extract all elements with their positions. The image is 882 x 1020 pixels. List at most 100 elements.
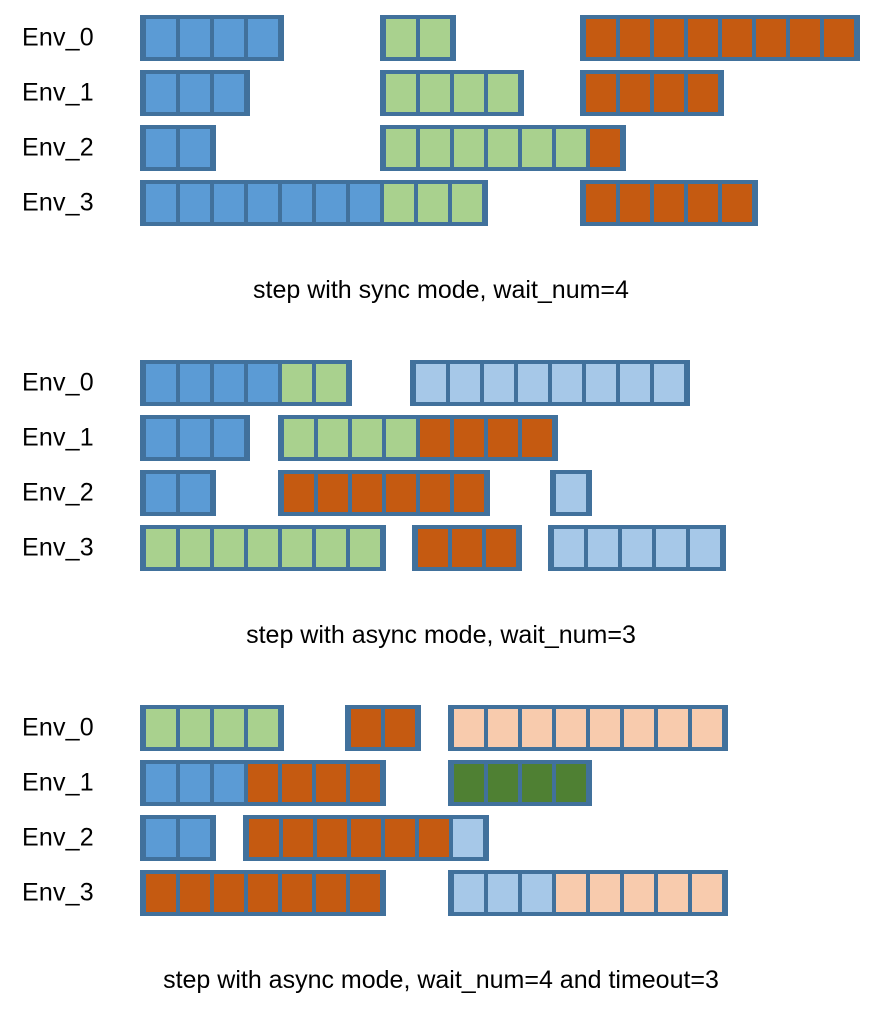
step-cell-orange	[486, 418, 520, 457]
row-label-env_0: Env_0	[22, 23, 94, 51]
step-cell-orange	[247, 818, 281, 857]
timeline-row: Env_2	[0, 465, 882, 520]
block-group	[412, 524, 522, 571]
step-cell-blue	[280, 183, 314, 222]
step-cell-blue	[178, 418, 212, 457]
step-cell-lightblue	[516, 363, 550, 402]
step-cell-blue	[246, 18, 280, 57]
step-cell-blue	[144, 18, 178, 57]
step-cell-green	[178, 528, 212, 567]
step-cell-green	[178, 708, 212, 747]
step-cell-orange	[349, 708, 383, 747]
step-cell-green	[418, 73, 452, 112]
row-label-env_3: Env_3	[22, 188, 94, 216]
step-cell-orange	[686, 73, 720, 112]
step-cell-blue	[178, 128, 212, 167]
step-cell-peach	[656, 708, 690, 747]
panel-caption: step with sync mode, wait_num=4	[253, 276, 629, 304]
step-cell-orange	[686, 18, 720, 57]
step-cell-orange	[350, 473, 384, 512]
step-cell-peach	[554, 873, 588, 912]
step-cell-orange	[281, 818, 315, 857]
block-group	[380, 14, 456, 61]
block-group	[580, 69, 724, 116]
step-cell-lightblue	[688, 528, 722, 567]
timeline-row: Env_3	[0, 175, 882, 230]
step-cell-orange	[280, 763, 314, 802]
block-group	[140, 524, 386, 571]
timeline-row: Env_2	[0, 120, 882, 175]
step-cell-green	[350, 418, 384, 457]
step-cell-orange	[788, 18, 822, 57]
step-cell-blue	[314, 183, 348, 222]
block-group	[140, 704, 284, 751]
step-cell-blue	[212, 73, 246, 112]
step-cell-orange	[416, 528, 450, 567]
step-cell-lightblue	[654, 528, 688, 567]
step-cell-peach	[588, 708, 622, 747]
step-cell-green	[486, 128, 520, 167]
step-cell-green	[144, 708, 178, 747]
step-cell-lightblue	[652, 363, 686, 402]
step-cell-lightblue	[584, 363, 618, 402]
block-group	[380, 69, 524, 116]
block-group	[548, 524, 726, 571]
block-group	[140, 414, 250, 461]
step-cell-darkgreen	[452, 763, 486, 802]
step-cell-peach	[452, 708, 486, 747]
timeline-row: Env_1	[0, 755, 882, 810]
block-group	[140, 69, 250, 116]
block-group	[140, 359, 352, 406]
step-cell-peach	[690, 873, 724, 912]
step-cell-green	[144, 528, 178, 567]
step-cell-lightblue	[520, 873, 554, 912]
block-group	[140, 814, 216, 861]
step-cell-orange	[246, 763, 280, 802]
step-cell-lightblue	[486, 873, 520, 912]
row-label-env_1: Env_1	[22, 768, 94, 796]
block-group	[140, 869, 386, 916]
step-cell-orange	[584, 183, 618, 222]
block-group	[278, 469, 490, 516]
row-label-env_1: Env_1	[22, 423, 94, 451]
step-cell-green	[416, 183, 450, 222]
step-cell-green	[384, 18, 418, 57]
timeline-row: Env_1	[0, 410, 882, 465]
step-cell-blue	[178, 473, 212, 512]
block-group	[140, 14, 284, 61]
block-group	[140, 124, 216, 171]
step-cell-lightblue	[550, 363, 584, 402]
timeline-row: Env_0	[0, 355, 882, 410]
step-cell-blue	[246, 363, 280, 402]
step-cell-orange	[484, 528, 518, 567]
step-cell-blue	[178, 763, 212, 802]
timeline-row: Env_0	[0, 10, 882, 65]
step-cell-blue	[212, 18, 246, 57]
step-cell-orange	[452, 418, 486, 457]
block-group	[580, 179, 758, 226]
block-group	[380, 124, 626, 171]
step-cell-orange	[417, 818, 451, 857]
block-group	[550, 469, 592, 516]
step-cell-orange	[652, 183, 686, 222]
step-cell-lightblue	[552, 528, 586, 567]
step-cell-green	[314, 528, 348, 567]
step-cell-blue	[246, 183, 280, 222]
block-group	[345, 704, 421, 751]
row-label-env_2: Env_2	[22, 823, 94, 851]
step-cell-green	[554, 128, 588, 167]
timeline-row: Env_1	[0, 65, 882, 120]
step-cell-orange	[618, 73, 652, 112]
step-cell-lightblue	[448, 363, 482, 402]
step-cell-orange	[418, 473, 452, 512]
block-group	[448, 759, 592, 806]
block-group	[140, 759, 386, 806]
step-cell-green	[384, 128, 418, 167]
step-cell-orange	[588, 128, 622, 167]
step-cell-green	[280, 363, 314, 402]
step-cell-blue	[144, 363, 178, 402]
step-cell-lightblue	[620, 528, 654, 567]
step-cell-blue	[178, 18, 212, 57]
step-cell-green	[382, 183, 416, 222]
step-cell-orange	[315, 818, 349, 857]
